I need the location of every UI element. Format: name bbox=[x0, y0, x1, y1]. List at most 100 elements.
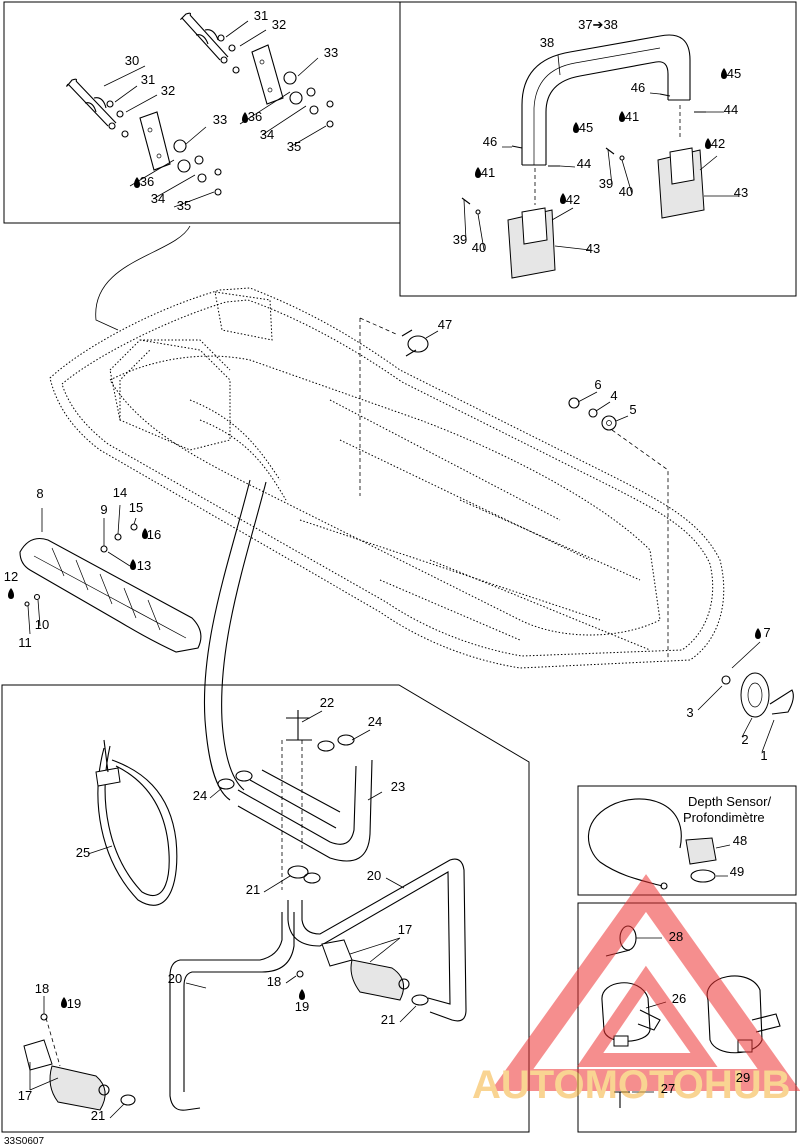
callout-40: 40 bbox=[619, 184, 633, 199]
lubricant-drop-icon bbox=[130, 559, 136, 570]
callout-24: 24 bbox=[368, 714, 382, 729]
callout-35: 35 bbox=[177, 198, 191, 213]
callout-42: 42 bbox=[711, 136, 725, 151]
callout-12: 12 bbox=[4, 569, 18, 584]
handle-kit-drawing bbox=[66, 12, 334, 331]
lubricant-drop-icons bbox=[8, 68, 761, 1008]
callout-17: 17 bbox=[18, 1088, 32, 1103]
panel-pump-hoses bbox=[1, 684, 530, 1133]
callout-43: 43 bbox=[586, 241, 600, 256]
callout-28: 28 bbox=[669, 929, 683, 944]
callout-39: 39 bbox=[599, 176, 613, 191]
callout-45: 45 bbox=[727, 66, 741, 81]
callout-4: 4 bbox=[610, 388, 617, 403]
bilge-hose-drawing bbox=[203, 479, 267, 801]
callout-34: 34 bbox=[151, 191, 165, 206]
lubricant-drop-icon bbox=[573, 122, 579, 133]
callout-16: 16 bbox=[147, 527, 161, 542]
callout-44: 44 bbox=[577, 156, 591, 171]
lubricant-drop-icon bbox=[755, 628, 761, 639]
callout-1: 1 bbox=[760, 748, 767, 763]
callout-9: 9 bbox=[100, 502, 107, 517]
callout-6: 6 bbox=[594, 377, 601, 392]
callout-38: 38 bbox=[540, 35, 554, 50]
lubricant-drop-icon bbox=[721, 68, 727, 79]
callout-13: 13 bbox=[137, 558, 151, 573]
callout-20: 20 bbox=[168, 971, 182, 986]
lubricant-drop-icon bbox=[475, 167, 481, 178]
callout-19: 19 bbox=[67, 996, 81, 1011]
lubricant-drop-icon bbox=[619, 111, 625, 122]
callout-35: 35 bbox=[287, 139, 301, 154]
callout-32: 32 bbox=[272, 17, 286, 32]
callout-36: 36 bbox=[140, 174, 154, 189]
callout-3: 3 bbox=[686, 705, 693, 720]
grab-handle-drawing bbox=[461, 34, 738, 279]
depth-sensor-drawing bbox=[587, 798, 731, 890]
lubricant-drop-icon bbox=[134, 177, 140, 188]
callout-40: 40 bbox=[472, 240, 486, 255]
callout-25: 25 bbox=[76, 845, 90, 860]
sponson-drawing bbox=[19, 504, 202, 653]
watermark-logo: AUTOMOTOHUB bbox=[472, 874, 800, 1107]
callout-15: 15 bbox=[129, 500, 143, 515]
callout-22: 22 bbox=[320, 695, 334, 710]
callout-23: 23 bbox=[391, 779, 405, 794]
callout-7: 7 bbox=[763, 625, 770, 640]
callout-10: 10 bbox=[35, 617, 49, 632]
callout-26: 26 bbox=[672, 991, 686, 1006]
drawing-code: 33S0607 bbox=[4, 1136, 44, 1147]
callout-46: 46 bbox=[483, 134, 497, 149]
callout-31: 31 bbox=[254, 8, 268, 23]
callout-18: 18 bbox=[35, 981, 49, 996]
hull-drawing bbox=[49, 287, 794, 753]
panel-depth-sensor bbox=[577, 785, 797, 896]
callout-36: 36 bbox=[248, 109, 262, 124]
callout-46: 46 bbox=[631, 80, 645, 95]
callout-31: 31 bbox=[141, 72, 155, 87]
sensor-title-line1: Depth Sensor/ bbox=[688, 794, 771, 809]
callout-27: 27 bbox=[661, 1081, 675, 1096]
callout-29: 29 bbox=[736, 1070, 750, 1085]
lubricant-drop-icon bbox=[61, 997, 67, 1008]
callout-14: 14 bbox=[113, 485, 127, 500]
callout-42: 42 bbox=[566, 192, 580, 207]
callout-24: 24 bbox=[193, 788, 207, 803]
watermark-text: AUTOMOTOHUB bbox=[472, 1063, 791, 1107]
bilge-pump-drawing bbox=[23, 710, 467, 1119]
lubricant-drop-icon bbox=[242, 112, 248, 123]
callout-21: 21 bbox=[246, 882, 260, 897]
lubricant-drop-icon bbox=[299, 989, 305, 1000]
callout-37➔38: 37➔38 bbox=[578, 17, 618, 32]
callout-5: 5 bbox=[629, 402, 636, 417]
callout-11: 11 bbox=[18, 635, 32, 650]
callout-48: 48 bbox=[733, 833, 747, 848]
lubricant-drop-icon bbox=[8, 588, 14, 599]
callout-47: 47 bbox=[438, 317, 452, 332]
callout-21: 21 bbox=[381, 1012, 395, 1027]
callout-18: 18 bbox=[267, 974, 281, 989]
callout-19: 19 bbox=[295, 999, 309, 1014]
panel-grab-handle bbox=[399, 1, 797, 297]
callout-17: 17 bbox=[398, 922, 412, 937]
lubricant-drop-icon bbox=[560, 193, 566, 204]
callout-21: 21 bbox=[91, 1108, 105, 1123]
callout-43: 43 bbox=[734, 185, 748, 200]
callout-20: 20 bbox=[367, 868, 381, 883]
callout-39: 39 bbox=[453, 232, 467, 247]
callout-49: 49 bbox=[730, 864, 744, 879]
callout-33: 33 bbox=[324, 45, 338, 60]
callout-8: 8 bbox=[36, 486, 43, 501]
callout-33: 33 bbox=[213, 112, 227, 127]
callout-2: 2 bbox=[741, 732, 748, 747]
sensor-title-line2: Profondimètre bbox=[683, 810, 765, 825]
callout-44: 44 bbox=[724, 102, 738, 117]
callout-41: 41 bbox=[625, 109, 639, 124]
lubricant-drop-icon bbox=[705, 138, 711, 149]
callout-34: 34 bbox=[260, 127, 274, 142]
panel-clamps bbox=[577, 902, 797, 1133]
callout-32: 32 bbox=[161, 83, 175, 98]
